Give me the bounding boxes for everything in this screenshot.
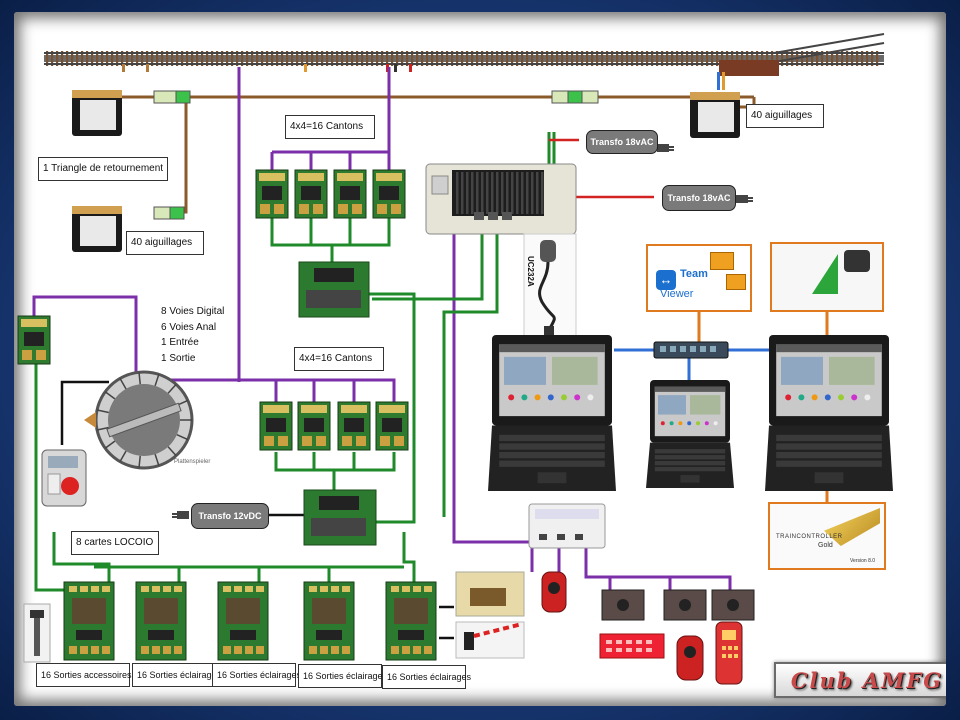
tc-gold: Gold [818,542,833,549]
plug-icons [172,144,753,519]
bus-connectors [153,90,599,220]
locoio-boards [63,581,437,661]
wiring-diagram [17,33,893,685]
turntable [84,370,194,470]
transfo-18vac-1: Transfo 18vAC [586,130,658,154]
aiguillages-right-label: 40 aiguillages [746,104,824,128]
club-logo: Club AMFG [774,662,946,698]
loconet-wires [32,67,732,592]
triangle-label: 1 Triangle de retournement [38,157,168,181]
sorties-label-4: 16 Sorties éclairages [298,664,387,688]
diagram-canvas: 1 Triangle de retournement 40 aiguillage… [14,12,946,706]
throttle-controller [41,449,87,507]
sorties-label-3: 16 Sorties éclairages [212,663,301,687]
laptop-left [488,335,616,491]
laptop-right [765,335,893,491]
aiguillages-left-label: 40 aiguillages [126,231,204,255]
occupancy-board-top-1 [255,169,289,219]
occupancy-board-turntable [17,315,51,365]
locoio-board-3 [217,581,269,661]
teamviewer-name-1: Team [680,268,708,280]
occupancy-board-mid-1 [259,401,293,451]
turntable-line-entree: 1 Entrée [161,337,199,348]
occupancy-board-mid-2 [297,401,331,451]
traincontroller-install-box [770,242,884,312]
track [44,33,885,90]
fremo-throttle-3 [715,621,743,685]
occupancy-board-mid-4 [375,401,409,451]
decoder-box-3 [690,92,740,138]
point-motor-photo [455,571,525,617]
transfo-18vac-2: Transfo 18vAC [662,185,736,211]
occupancy-boards [17,169,409,451]
level-crossing-photo [455,621,525,659]
fremo-throttle-2 [676,635,704,681]
orange-box-icon [710,252,734,270]
teamviewer-box: ↔ Team Viewer [646,244,752,312]
train-image-icon [824,508,880,546]
turntable-line-digital: 8 Voies Digital [161,306,225,317]
tc-title: TRAINCONTROLLER [776,534,843,540]
locoio-board-4 [303,581,355,661]
signal-accessory [23,603,51,663]
fremo-throttle-1 [541,571,567,613]
network-wires [614,348,769,380]
occupancy-board-top-3 [333,169,367,219]
locoio-board-5 [385,581,437,661]
decoder-box-1 [72,90,122,136]
occupancy-board-top-4 [372,169,406,219]
sorties-label-2: 16 Sorties éclairages [132,663,221,687]
occupancy-board-top-2 [294,169,328,219]
tc-version: Version 8.0 [850,558,876,564]
sorties-label-1: 16 Sorties accessoires [36,663,132,687]
turnout-motor [719,60,779,76]
network-switch [653,341,729,359]
turntable-caption: Plattenspieler [174,459,211,465]
sorties-label-5: 16 Sorties éclairages [382,665,471,689]
decoder-box-2 [72,206,122,252]
teamviewer-name-2: Viewer [660,288,694,300]
computers [488,335,893,491]
cd-icon [844,250,870,272]
turntable-info: 8 Voies Digital 6 Voies Anal 1 Entrée 1 … [161,304,224,366]
locoio-board-2 [135,581,187,661]
laptop-center [646,380,734,488]
traincontroller-gold-box: TRAINCONTROLLER Gold Version 8.0 [768,502,886,570]
traincontroller-logo-icon [812,254,838,294]
locobuffer-interface [528,503,606,549]
throttle-plug-panels [601,589,755,621]
cantons-mid-label: 4x4=16 Cantons [294,347,384,371]
teamviewer-icon: ↔ [656,270,676,290]
s88-collector-2 [303,489,377,546]
track-ties [46,51,879,66]
uc232a-adapter [523,233,577,343]
locoio-label: 8 cartes LOCOIO [71,531,159,555]
uc232a-label: UC232A [526,256,535,287]
transfo-12vdc: Transfo 12vDC [191,503,269,529]
turntable-line-sortie: 1 Sortie [161,352,196,364]
orange-box-icon-2 [726,274,746,290]
command-station [425,163,577,235]
occupancy-board-mid-3 [337,401,371,451]
control-panel-red [599,633,665,659]
s88-collector-1 [298,261,370,318]
turntable-line-anal: 6 Voies Anal [161,321,217,333]
cantons-top-label: 4x4=16 Cantons [285,115,375,139]
locoio-board-1 [63,581,115,661]
